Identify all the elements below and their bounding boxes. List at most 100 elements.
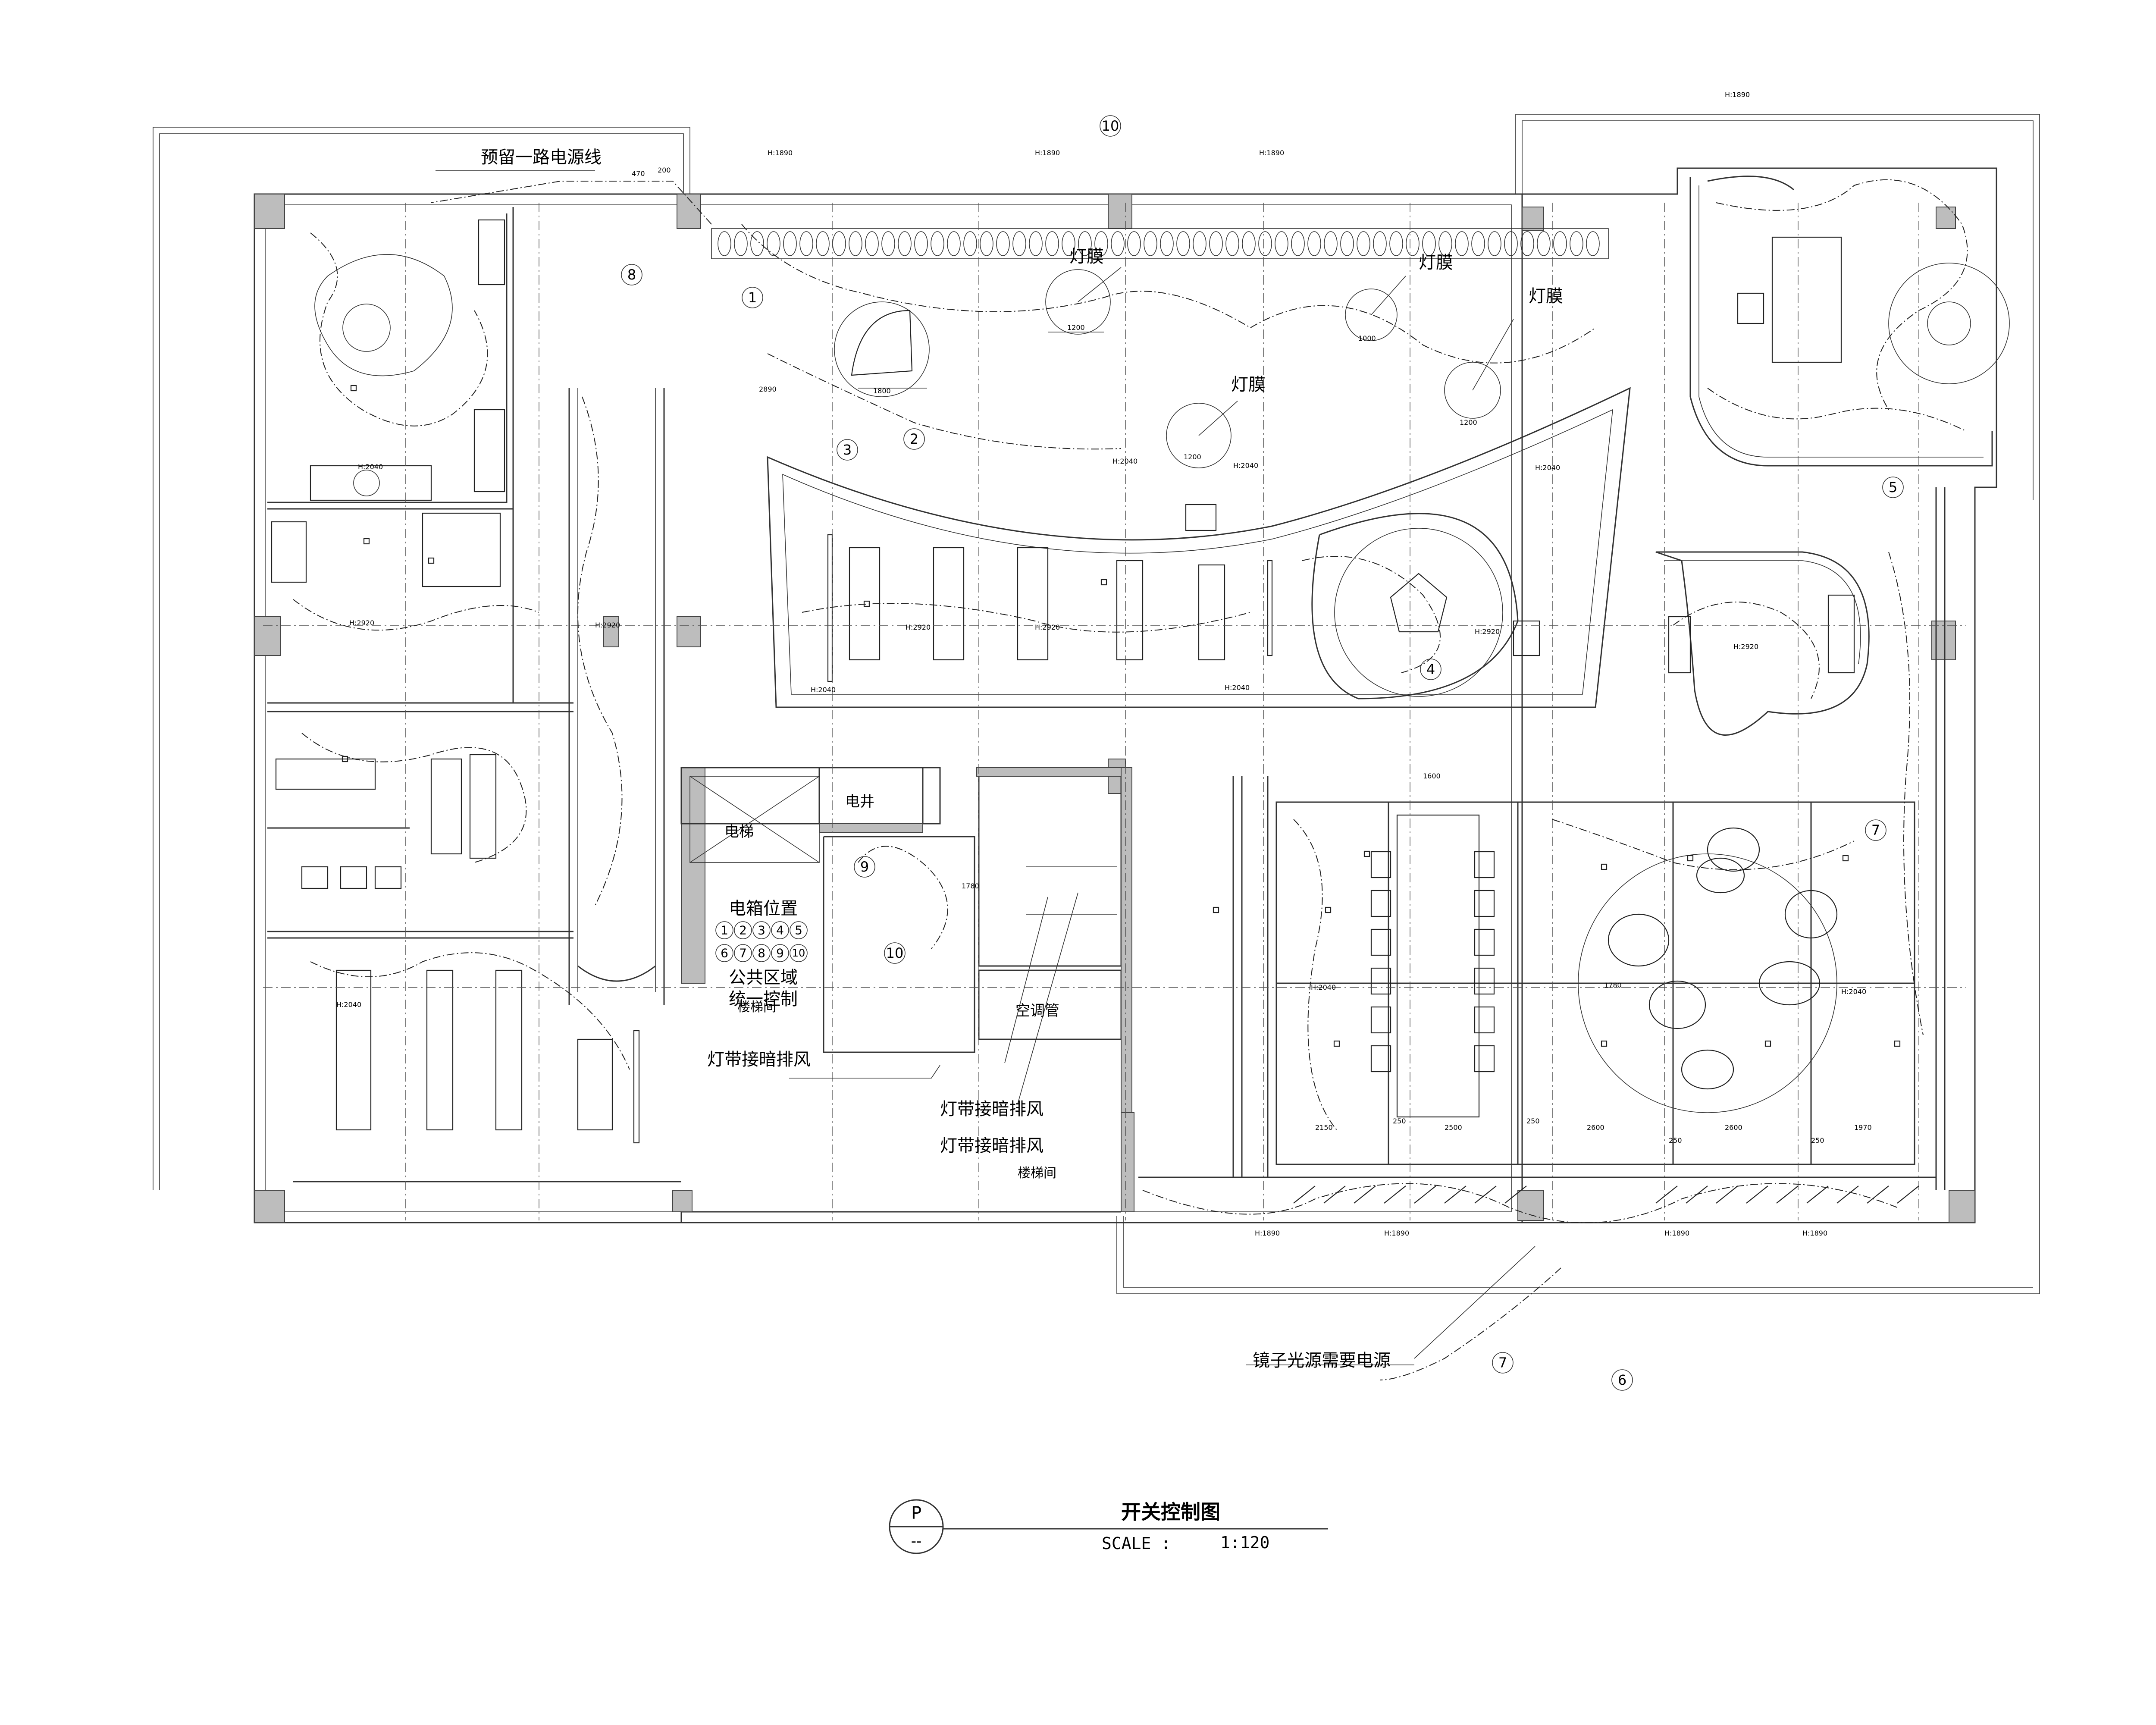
dim-h2920-a: H:2920 [906, 623, 931, 631]
circuit-4: 4 [1426, 661, 1435, 677]
dim-h2040-e: H:2040 [811, 686, 836, 694]
downlight-icon [1894, 1040, 1901, 1047]
wall-lamp-icon [1897, 1186, 1919, 1204]
oval-room [1655, 551, 1870, 736]
left-room-fixtures [271, 219, 640, 1144]
dim-1780-b: 1780 [1604, 981, 1622, 989]
dim-470: 470 [632, 169, 645, 178]
dim-h2040-a: H:2040 [358, 463, 383, 471]
circuit-5: 5 [1889, 479, 1897, 496]
box-circuit-3: 3 [758, 923, 765, 938]
scale-value: 1:120 [1220, 1533, 1269, 1552]
wall-lamp-icon [1444, 1186, 1467, 1204]
band-light [1324, 231, 1338, 256]
dim-h2920-d: H:2920 [1733, 643, 1758, 651]
band-light [1160, 231, 1174, 256]
wall-lamp-icon [1686, 1186, 1708, 1204]
band-light [832, 231, 846, 256]
band-light [947, 231, 961, 256]
fitting-room-fixtures [1370, 236, 2010, 1118]
dim-h1890-a: H:1890 [768, 149, 793, 157]
band-light [1078, 231, 1092, 256]
light-film-circles [834, 267, 1514, 468]
public-area-label: 公共区域 [729, 968, 798, 988]
downlight-icon [350, 385, 357, 392]
band-light [1045, 231, 1059, 256]
band-light [996, 231, 1010, 256]
dim-h2040-i: H:2040 [336, 1000, 361, 1009]
ac-pipe-label: 空调管 [1015, 1002, 1059, 1019]
drawing-symbol: P [911, 1503, 921, 1523]
wall-lamp-icon [1293, 1186, 1316, 1204]
band-light [849, 231, 862, 256]
band-light [1438, 231, 1452, 256]
band-light [767, 231, 780, 256]
wall-lamp-icon [1384, 1186, 1406, 1204]
circuit-7b: 7 [1871, 822, 1880, 838]
downlight-icon [342, 756, 348, 762]
dim-h1890-c: H:1890 [1259, 149, 1284, 157]
dim-200: 200 [658, 166, 671, 174]
dim-h2040-b: H:2040 [1112, 457, 1138, 465]
electric-well-label: 电井 [845, 793, 874, 810]
dim-h1890-f: H:1890 [1384, 1229, 1409, 1237]
band-light [1455, 231, 1469, 256]
circuit-1: 1 [748, 289, 757, 306]
band-light [734, 231, 748, 256]
wall-lamp-icon [1504, 1186, 1527, 1204]
dim-2150: 2150 [1315, 1123, 1333, 1132]
circuit-6: 6 [1618, 1372, 1626, 1388]
drawing-title: 开关控制图 [1121, 1500, 1220, 1524]
band-light [898, 231, 912, 256]
band-light [1570, 231, 1583, 256]
band-light [1029, 231, 1043, 256]
stairwell-label-1: 楼梯间 [737, 1000, 776, 1015]
band-light [1094, 231, 1108, 256]
light-film-label-4: 灯膜 [1231, 375, 1266, 395]
dim-250-d: 250 [1811, 1136, 1824, 1145]
drawing-sub-symbol: -- [911, 1533, 922, 1550]
dim-250-b: 250 [1526, 1117, 1540, 1125]
downlight-icon [1687, 855, 1694, 862]
circuit-10: 10 [886, 945, 904, 961]
electric-box-switch-list: 1 2 3 4 5 6 7 8 9 10 [715, 921, 808, 962]
dim-h2920-e: H:2920 [349, 619, 374, 627]
chair [1474, 890, 1495, 917]
dim-h2040-h: H:2040 [1841, 988, 1866, 996]
scale-label: SCALE : [1102, 1534, 1171, 1553]
box-circuit-8: 8 [758, 946, 765, 960]
band-light [1291, 231, 1305, 256]
dim-250-a: 250 [1393, 1117, 1406, 1125]
dim-2500: 2500 [1445, 1123, 1462, 1132]
title-block: P -- 开关控制图 SCALE : 1:120 [889, 1499, 1328, 1554]
band-light [1586, 231, 1600, 256]
dim-2890: 2890 [759, 385, 777, 393]
curved-showroom [767, 387, 1631, 708]
circuit-9: 9 [860, 859, 869, 875]
band-light [799, 231, 813, 256]
box-circuit-6: 6 [721, 946, 728, 960]
wall-lamp-icon [1716, 1186, 1738, 1204]
box-circuit-1: 1 [721, 923, 728, 938]
band-light [1357, 231, 1370, 256]
chair [1474, 1045, 1495, 1073]
circuit-7: 7 [1498, 1355, 1507, 1371]
wall-lamp-icon [1806, 1186, 1829, 1204]
box-circuit-9: 9 [776, 946, 784, 960]
band-light [865, 231, 879, 256]
circuit-8: 8 [627, 267, 636, 283]
dim-h1890-g: H:1890 [1664, 1229, 1689, 1237]
band-light [1471, 231, 1485, 256]
dim-h1890-e: H:1890 [1255, 1229, 1280, 1237]
switch-wiring [293, 179, 1968, 1380]
circuit-3: 3 [843, 442, 852, 458]
downlight-icon [428, 557, 435, 564]
chair [1370, 851, 1391, 878]
dim-1970: 1970 [1854, 1123, 1872, 1132]
chair [1370, 967, 1391, 995]
band-light [881, 231, 895, 256]
band-light [1340, 231, 1354, 256]
wall-lamp-icon [1836, 1186, 1859, 1204]
band-light [1062, 231, 1075, 256]
